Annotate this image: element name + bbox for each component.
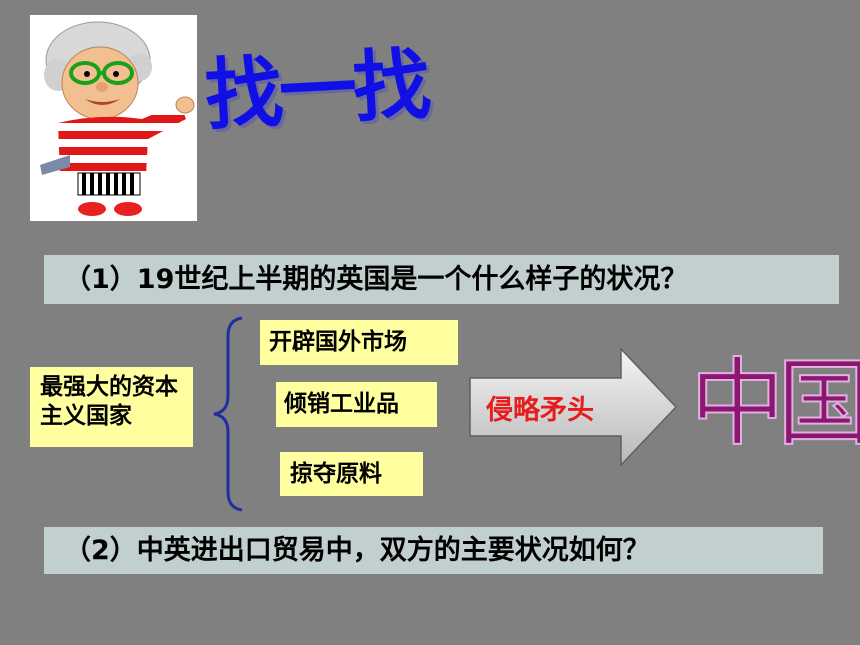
root-concept-box: 最强大的资本主义国家 (30, 367, 193, 447)
question-2: （2）中英进出口贸易中，双方的主要状况如何？ (44, 527, 823, 574)
slide-title: 找一找 (202, 40, 430, 142)
curly-brace (213, 316, 243, 512)
mascot-illustration (30, 15, 197, 221)
arrow-label: 侵略矛头 (486, 395, 594, 426)
item-plunder-materials: 掠夺原料 (280, 452, 423, 496)
right-arrow-icon (469, 348, 677, 466)
item-open-markets: 开辟国外市场 (260, 320, 458, 365)
target-country: 中国 (689, 349, 860, 459)
item-dump-goods: 倾销工业品 (276, 382, 437, 427)
question-1: （1）19世纪上半期的英国是一个什么样子的状况？ (44, 255, 839, 304)
